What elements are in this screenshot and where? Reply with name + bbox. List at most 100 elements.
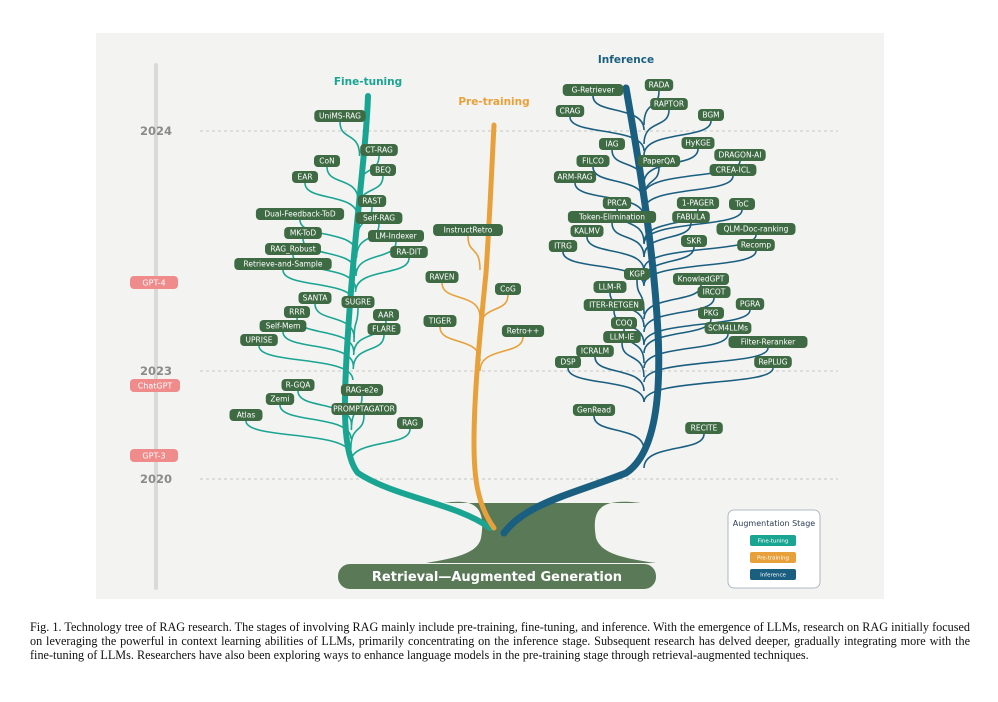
node-pill-self-rag [355,212,403,224]
node-pill-iag [599,138,625,150]
node-lm-indexer: LM-Indexer [375,232,417,241]
branch-zemi [279,404,352,440]
node-pill-knowledgpt [673,273,729,285]
node-pill-con [314,155,340,167]
node-icralm: ICRALM [581,347,609,356]
trunk-base [426,501,656,563]
node-coq: COQ [615,319,632,328]
node-qlm-doc-ranking: QLM-Doc-ranking [724,225,789,234]
node-rag-e2e: RAG-e2e [346,386,379,395]
node-pill-prca [602,197,632,209]
node-rada: RADA [649,81,671,90]
milestone-gpt4: GPT-4 [142,279,165,288]
branch-raven [441,282,481,318]
branch-atlas [245,420,352,456]
node-ircot: IRCOT [703,288,726,297]
node-pill-hykge [681,137,715,149]
branch-pgra [643,309,751,345]
branch-promptagator [350,414,365,450]
node-fabula: FABULA [677,213,707,222]
branch-iag [611,149,645,185]
milestone-chatgpt: ChatGPT [138,382,173,391]
branch-filter-reranker [643,347,769,383]
branch-flare [352,334,385,370]
branch-con [326,166,360,202]
branch-fabula [643,222,692,258]
branch-genread [593,415,645,451]
node-pill-santa [298,292,332,304]
node-pill-replug [754,356,792,368]
node-1-pager: 1-PAGER [682,199,714,208]
stage-title-inference: Inference [598,54,654,66]
node-pill-promptagator [331,403,397,415]
node-flare: FLARE [372,325,396,334]
node-pill-crag [555,105,585,117]
node-ear: EAR [297,173,312,182]
node-crag: CRAG [560,107,581,116]
node-pill-instructretro [433,224,503,236]
node-pill-paperqa [637,155,681,167]
node-dual-feedback-tod: Dual-Feedback-ToD [264,210,336,219]
branch-rag [349,428,411,464]
legend-swatch-fine-tuning [750,535,796,546]
node-pill-genread [572,404,616,416]
node-paperqa: PaperQA [643,157,676,166]
branch-tiger [439,326,481,362]
branch-dual-feedback-tod [299,219,358,255]
branch-ircot [643,297,715,333]
milestone-badge-chatgpt [130,379,180,392]
node-iag: IAG [605,140,618,149]
year-label-2020: 2020 [140,472,172,486]
node-ct-rag: CT-RAG [365,146,393,155]
legend-item-pre-training: Pre-training [757,556,789,562]
fine-tuning-stem [341,93,493,531]
node-pill-unims-rag [314,110,366,122]
branch-dsp [567,367,645,403]
node-pill-dsp [555,356,581,368]
legend-swatch-inference [750,569,796,580]
node-pill-r-gqa [281,379,315,391]
node-zemi: Zemi [270,395,289,404]
node-pill-recite [685,422,723,434]
branch-bgm [643,120,712,156]
branch-self-mem [282,331,355,367]
branch-instructretro [467,235,481,271]
node-pill-qlm-doc-ranking [716,223,796,235]
node-pill-skr [681,235,707,247]
node-instructretro: InstructRetro [444,226,493,235]
node-pill-ct-rag [360,144,398,156]
node-pill-dragon-ai [714,149,766,161]
node-pill-itrg [548,240,578,252]
node-filter-reranker: Filter-Reranker [741,338,796,347]
node-dsp: DSP [560,358,576,367]
node-pill-rast [357,195,387,207]
branch-scm4llms [643,333,729,369]
node-mk-tod: MK-ToD [290,229,317,238]
branch-llm-ie [621,342,645,378]
branch-uprise [258,345,354,381]
figure-caption: Fig. 1. Technology tree of RAG research.… [30,620,970,662]
node-pill-filco [576,155,610,167]
year-label-2023: 2023 [140,364,172,378]
node-kgp: KGP [629,270,645,279]
node-skr: SKR [687,237,702,246]
node-retro-: Retro++ [507,327,540,336]
node-pill-recomp [737,239,775,251]
node-iter-retgen: ITER-RETGEN [589,301,639,310]
node-pill-filter-reranker [728,336,808,348]
branch-crea-icl [643,175,734,211]
year-label-2024: 2024 [140,124,172,138]
node-pill-kalmv [570,225,604,237]
node-pill-raptor [650,98,688,110]
pre-training-stem [471,122,497,531]
node-hykge: HyKGE [685,139,711,148]
node-pill-token-elimination [567,211,657,223]
node-ra-dit: RA-DIT [396,248,422,257]
node-pill-flare [367,323,401,335]
rag-technology-tree: 2024 2023 2020 GPT-4 ChatGPT GPT-3 Retri… [130,54,838,590]
node-pill-pgra [735,298,765,310]
node-pill-ircot [697,286,731,298]
node-pill-zemi [265,393,295,405]
node-pill-rag [397,417,423,429]
branch-unims-rag [339,121,361,157]
